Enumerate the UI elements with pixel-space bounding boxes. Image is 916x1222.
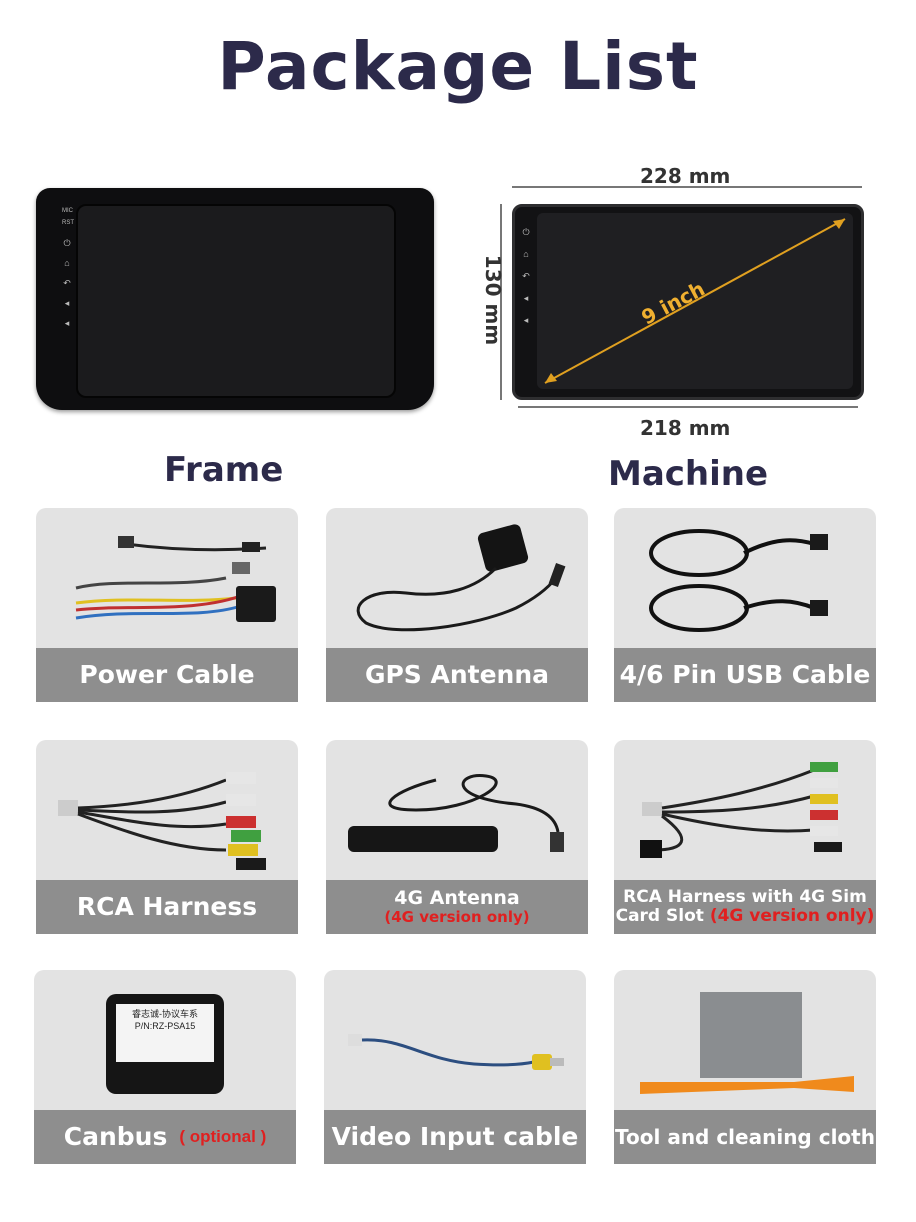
item-card-tool-cloth: Tool and cleaning cloth bbox=[614, 970, 876, 1164]
power-icon: ⏻ bbox=[522, 227, 530, 237]
canbus-note: ( optional ) bbox=[179, 1127, 267, 1146]
4g-antenna-image bbox=[348, 774, 564, 852]
volume-down-icon: ◂ bbox=[523, 315, 529, 325]
frame-side-buttons: MIC RST ⏻ ⌂ ↶ ◂ ◂ bbox=[62, 206, 74, 328]
side-dimension-line bbox=[500, 204, 502, 400]
canbus-bar: Canbus ( optional ) bbox=[34, 1110, 296, 1164]
rca-harness-bar: RCA Harness bbox=[36, 880, 298, 934]
video-input-cable-image bbox=[348, 1034, 564, 1070]
rca-4g-harness-label-line2-wrap: Card Slot (4G version only) bbox=[616, 907, 875, 926]
mic-label: MIC bbox=[62, 208, 73, 214]
tool-cloth-bar: Tool and cleaning cloth bbox=[614, 1110, 876, 1164]
item-card-gps-antenna: GPS Antenna bbox=[326, 508, 588, 702]
item-card-video-input-cable: Video Input cable bbox=[324, 970, 586, 1164]
volume-up-icon: ◂ bbox=[523, 293, 529, 303]
page-title: Package List bbox=[217, 28, 699, 105]
machine-side-buttons: ⏻ ⌂ ↶ ◂ ◂ bbox=[521, 227, 531, 325]
volume-down-icon: ◂ bbox=[64, 318, 70, 328]
item-card-4g-antenna: 4G Antenna (4G version only) bbox=[326, 740, 588, 934]
item-card-rca-harness: RCA Harness bbox=[36, 740, 298, 934]
back-icon: ↶ bbox=[522, 271, 530, 281]
rca-4g-harness-image bbox=[640, 762, 842, 858]
power-cable-image bbox=[75, 536, 276, 622]
usb-cable-bar: 4/6 Pin USB Cable bbox=[614, 648, 876, 702]
frame-label: Frame bbox=[164, 450, 284, 490]
machine-device: ⏻ ⌂ ↶ ◂ ◂ 9 inch bbox=[512, 204, 864, 400]
home-icon: ⌂ bbox=[523, 249, 529, 259]
item-card-rca-4g-harness: RCA Harness with 4G Sim Card Slot (4G ve… bbox=[614, 740, 876, 934]
power-cable-label: Power Cable bbox=[79, 660, 255, 690]
canbus-box: 睿志诚-协议车系 P/N:RZ-PSA15 bbox=[106, 994, 224, 1094]
rca-4g-harness-bar: RCA Harness with 4G Sim Card Slot (4G ve… bbox=[614, 880, 876, 934]
tool-cloth-label: Tool and cleaning cloth bbox=[615, 1125, 875, 1149]
back-icon: ↶ bbox=[63, 278, 71, 288]
canbus-label: Canbus bbox=[63, 1122, 168, 1152]
video-input-cable-label: Video Input cable bbox=[331, 1122, 579, 1152]
4g-antenna-bar: 4G Antenna (4G version only) bbox=[326, 880, 588, 934]
width-bottom-text: 218 mm bbox=[640, 416, 731, 440]
machine-label: Machine bbox=[608, 454, 769, 494]
power-cable-bar: Power Cable bbox=[36, 648, 298, 702]
gps-antenna-image bbox=[356, 524, 566, 632]
height-text: 130 mm bbox=[481, 254, 506, 346]
canbus-sticker-line1: 睿志诚-协议车系 bbox=[132, 1009, 198, 1019]
4g-antenna-note: (4G version only) bbox=[384, 908, 530, 927]
bottom-dimension-line bbox=[518, 406, 858, 408]
home-icon: ⌂ bbox=[64, 258, 70, 268]
item-card-canbus: 睿志诚-协议车系 P/N:RZ-PSA15 Canbus ( optional … bbox=[34, 970, 296, 1164]
gps-antenna-label: GPS Antenna bbox=[364, 660, 550, 690]
item-card-usb-cable: 4/6 Pin USB Cable bbox=[614, 508, 876, 702]
frame-device: MIC RST ⏻ ⌂ ↶ ◂ ◂ bbox=[36, 188, 434, 410]
top-dimension-line bbox=[512, 186, 862, 188]
canbus-image: 睿志诚-协议车系 P/N:RZ-PSA15 bbox=[34, 970, 296, 1110]
canbus-sticker-line2: P/N:RZ-PSA15 bbox=[134, 1021, 196, 1031]
canbus-sticker: 睿志诚-协议车系 P/N:RZ-PSA15 bbox=[116, 1004, 214, 1062]
video-input-cable-bar: Video Input cable bbox=[324, 1110, 586, 1164]
rca-4g-harness-label-line1: RCA Harness with 4G Sim bbox=[623, 887, 867, 908]
rca-4g-harness-note: (4G version only) bbox=[709, 906, 875, 926]
rca-4g-harness-label-line2: Card Slot bbox=[615, 906, 704, 926]
item-card-power-cable: Power Cable bbox=[36, 508, 298, 702]
usb-cable-image bbox=[649, 529, 828, 632]
usb-cable-label: 4/6 Pin USB Cable bbox=[619, 660, 871, 690]
4g-antenna-label: 4G Antenna bbox=[394, 886, 520, 909]
width-top-text: 228 mm bbox=[640, 164, 731, 188]
tool-cloth-image bbox=[640, 992, 854, 1094]
rca-harness-image bbox=[58, 772, 266, 870]
power-icon: ⏻ bbox=[63, 238, 71, 248]
volume-up-icon: ◂ bbox=[64, 298, 70, 308]
rca-harness-label: RCA Harness bbox=[76, 892, 258, 922]
rst-label: RST bbox=[62, 220, 74, 226]
gps-antenna-bar: GPS Antenna bbox=[326, 648, 588, 702]
diagonal-arrow bbox=[544, 218, 846, 384]
frame-screen bbox=[76, 204, 396, 398]
